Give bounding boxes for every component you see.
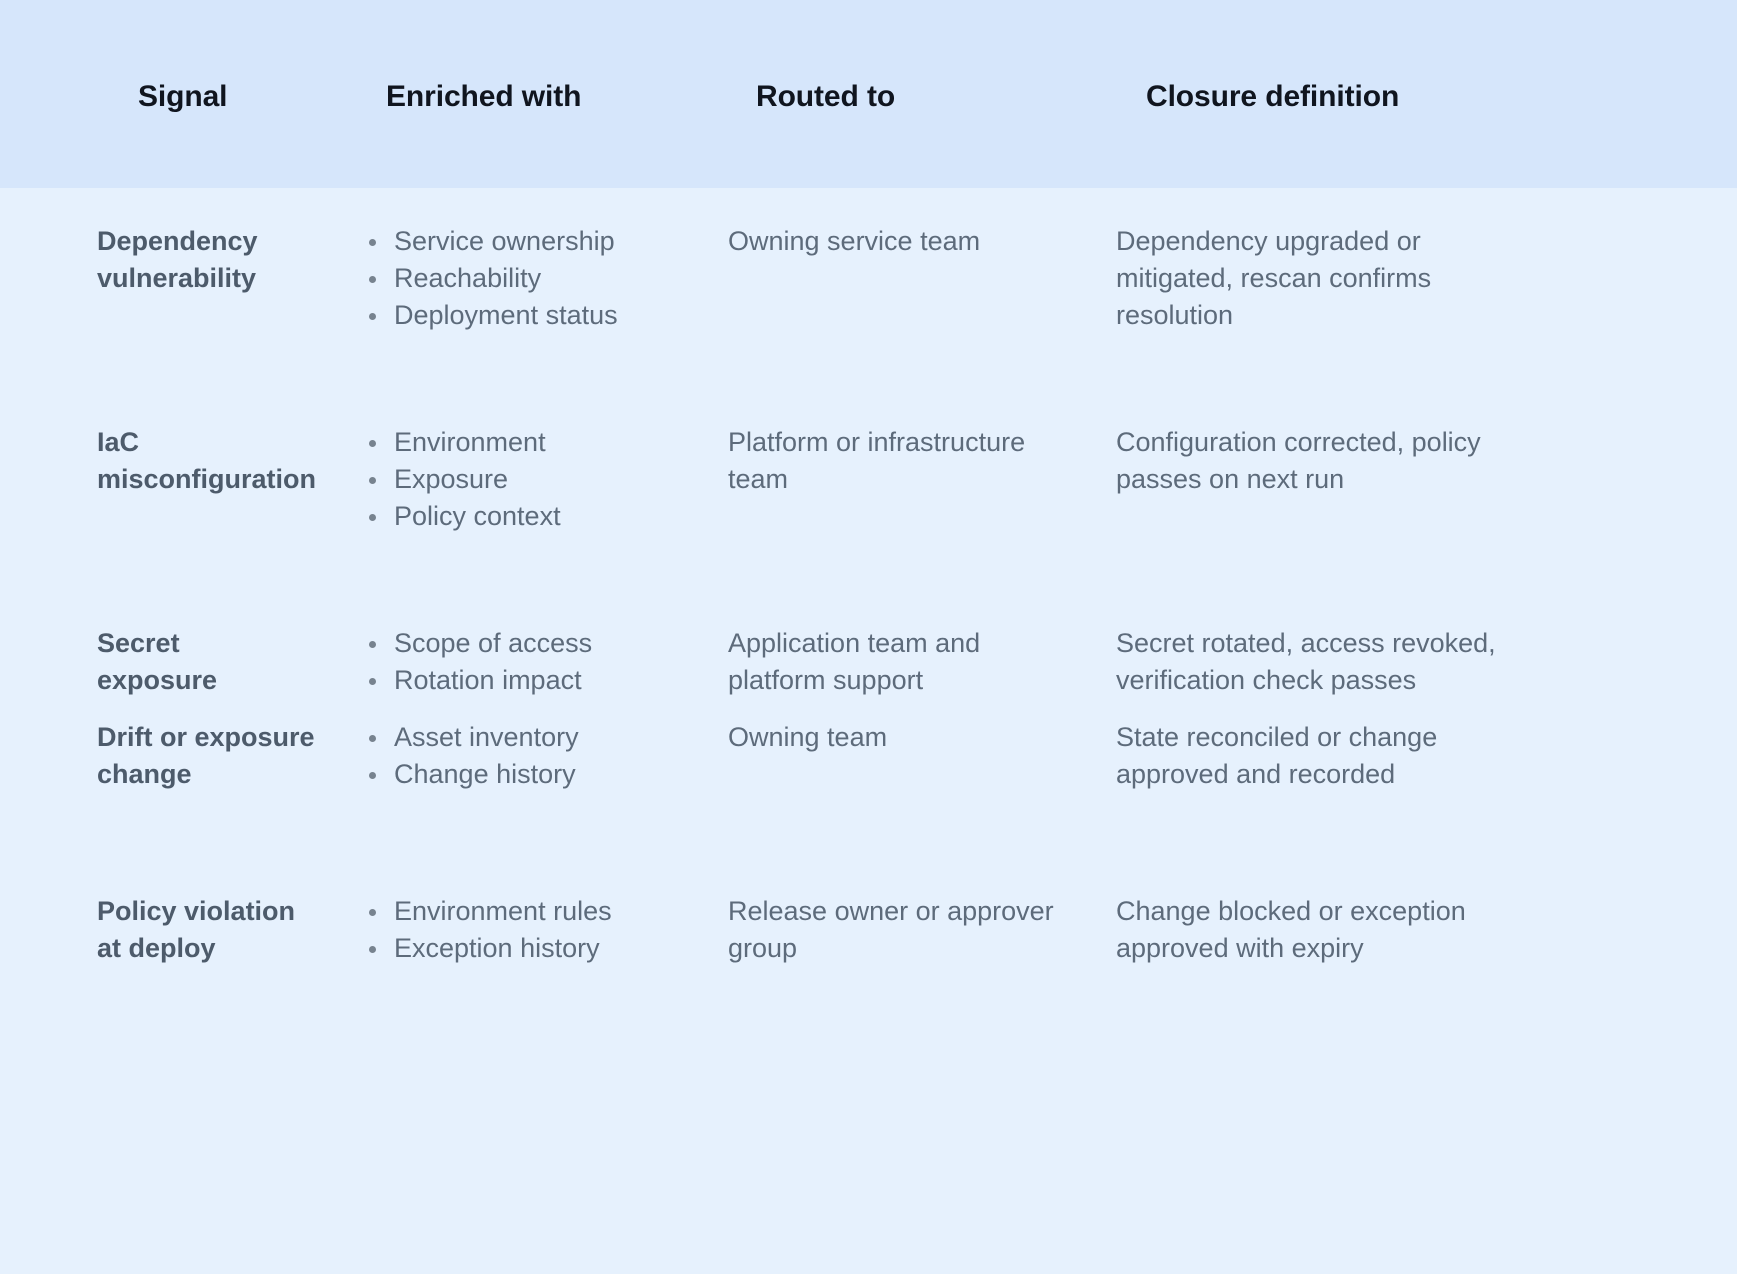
cell-closure-definition: Dependency upgraded or mitigated, rescan… [1104, 223, 1737, 334]
cell-signal: IaC misconfiguration [0, 424, 340, 498]
table-row: IaC misconfiguration Environment Exposur… [0, 424, 1737, 625]
list-item: Service ownership [365, 223, 695, 260]
list-item: Deployment status [365, 297, 695, 334]
list-item: Reachability [365, 260, 695, 297]
bullet-dot-icon [369, 514, 376, 521]
list-item-label: Reachability [394, 263, 542, 293]
cell-routed-to: Platform or infrastructure team [695, 424, 1104, 498]
cell-signal: Drift or exposure change [0, 719, 340, 793]
bullet-dot-icon [369, 641, 376, 648]
bullet-dot-icon [369, 313, 376, 320]
routed-to-text: Platform or infrastructure team [728, 427, 1026, 494]
enrichment-list: Asset inventory Change history [365, 719, 695, 793]
list-item-label: Asset inventory [394, 722, 579, 752]
closure-definition-text: Change blocked or exception approved wit… [1116, 896, 1466, 963]
list-item: Exception history [365, 930, 695, 967]
routed-to-text: Owning team [728, 722, 888, 752]
table-body: Dependency vulnerability Service ownersh… [0, 188, 1737, 1007]
list-item: Change history [365, 756, 695, 793]
cell-closure-definition: Configuration corrected, policy passes o… [1104, 424, 1737, 498]
cell-enriched-with: Environment rules Exception history [340, 893, 695, 967]
cell-enriched-with: Asset inventory Change history [340, 719, 695, 793]
list-item-label: Environment rules [394, 896, 612, 926]
bullet-dot-icon [369, 678, 376, 685]
closure-definition-text: Configuration corrected, policy passes o… [1116, 427, 1481, 494]
table-row: Drift or exposure change Asset inventory… [0, 719, 1737, 893]
list-item-label: Environment [394, 427, 546, 457]
column-header-signal: Signal [138, 80, 228, 113]
enrichment-list: Service ownership Reachability Deploymen… [365, 223, 695, 334]
table-header-row: Signal Enriched with Routed to Closure d… [0, 0, 1737, 188]
cell-enriched-with: Environment Exposure Policy context [340, 424, 695, 535]
cell-enriched-with: Service ownership Reachability Deploymen… [340, 223, 695, 334]
table-header-band: Signal Enriched with Routed to Closure d… [0, 0, 1737, 188]
cell-signal: Secret exposure [0, 625, 340, 699]
list-item: Scope of access [365, 625, 695, 662]
signal-label: Secret exposure [97, 628, 218, 695]
signal-label: Drift or exposure change [97, 722, 315, 789]
signal-label: Policy violation at deploy [97, 896, 296, 963]
enrichment-list: Scope of access Rotation impact [365, 625, 695, 699]
list-item: Policy context [365, 498, 695, 535]
bullet-dot-icon [369, 946, 376, 953]
bullet-dot-icon [369, 440, 376, 447]
list-item-label: Exposure [394, 464, 509, 494]
cell-routed-to: Owning team [695, 719, 1104, 756]
enrichment-list: Environment rules Exception history [365, 893, 695, 967]
closure-definition-text: Dependency upgraded or mitigated, rescan… [1116, 226, 1432, 330]
list-item: Asset inventory [365, 719, 695, 756]
cell-enriched-with: Scope of access Rotation impact [340, 625, 695, 699]
cell-closure-definition: Secret rotated, access revoked, verifica… [1104, 625, 1737, 699]
bullet-dot-icon [369, 772, 376, 779]
list-item: Environment rules [365, 893, 695, 930]
table-row: Dependency vulnerability Service ownersh… [0, 188, 1737, 424]
cell-routed-to: Release owner or approver group [695, 893, 1104, 967]
bullet-dot-icon [369, 909, 376, 916]
cell-signal: Dependency vulnerability [0, 223, 340, 297]
list-item-label: Policy context [394, 501, 561, 531]
signal-label: IaC misconfiguration [97, 427, 317, 494]
signal-label: Dependency vulnerability [97, 226, 258, 293]
routed-to-text: Release owner or approver group [728, 896, 1054, 963]
list-item-label: Change history [394, 759, 576, 789]
cell-closure-definition: State reconciled or change approved and … [1104, 719, 1737, 793]
cell-routed-to: Application team and platform support [695, 625, 1104, 699]
list-item: Environment [365, 424, 695, 461]
cell-signal: Policy violation at deploy [0, 893, 340, 967]
list-item-label: Scope of access [394, 628, 593, 658]
cell-routed-to: Owning service team [695, 223, 1104, 260]
list-item: Rotation impact [365, 662, 695, 699]
closure-definition-text: State reconciled or change approved and … [1116, 722, 1438, 789]
table-row: Policy violation at deploy Environment r… [0, 893, 1737, 1007]
list-item-label: Rotation impact [394, 665, 582, 695]
bullet-dot-icon [369, 276, 376, 283]
routed-to-text: Owning service team [728, 226, 981, 256]
list-item-label: Deployment status [394, 300, 618, 330]
enrichment-list: Environment Exposure Policy context [365, 424, 695, 535]
closure-definition-text: Secret rotated, access revoked, verifica… [1116, 628, 1496, 695]
cell-closure-definition: Change blocked or exception approved wit… [1104, 893, 1737, 967]
column-header-enriched: Enriched with [386, 80, 582, 113]
routed-to-text: Application team and platform support [728, 628, 981, 695]
bullet-dot-icon [369, 477, 376, 484]
column-header-routed: Routed to [756, 80, 896, 113]
list-item-label: Exception history [394, 933, 600, 963]
table-row: Secret exposure Scope of access Rotation… [0, 625, 1737, 719]
column-header-closure: Closure definition [1146, 80, 1400, 113]
list-item: Exposure [365, 461, 695, 498]
bullet-dot-icon [369, 735, 376, 742]
list-item-label: Service ownership [394, 226, 615, 256]
bullet-dot-icon [369, 239, 376, 246]
